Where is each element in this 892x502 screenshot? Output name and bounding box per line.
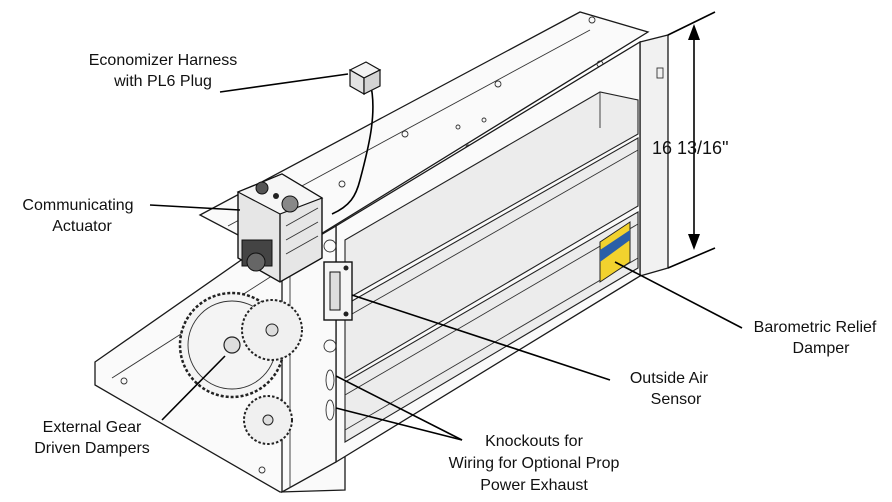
label-outside-air-sensor: Outside Air Sensor [630,370,709,408]
svg-text:Knockouts for: Knockouts for [485,433,584,450]
damper-blades [344,91,639,443]
label-external-gear: External Gear Driven Dampers [34,419,150,457]
svg-text:Driven Dampers: Driven Dampers [34,440,150,457]
svg-text:Actuator: Actuator [52,218,112,235]
svg-text:Economizer Harness: Economizer Harness [89,52,238,69]
svg-text:Power Exhaust: Power Exhaust [480,477,588,494]
external-gears [178,291,303,445]
leader-lines [149,73,743,441]
label-barometric-relief: Barometric Relief Damper [754,319,877,357]
economizer-harness-cable [331,61,382,215]
barometric-relief-decal [599,221,631,283]
communicating-actuator-device [236,173,324,283]
label-communicating-actuator: Communicating Actuator [22,197,133,235]
height-dimension: 16 13/16" [652,11,728,269]
svg-text:Sensor: Sensor [651,391,702,408]
label-economizer-harness: Economizer Harness with PL6 Plug [89,52,238,90]
svg-text:Outside Air: Outside Air [630,370,709,387]
label-knockouts: Knockouts for Wiring for Optional Prop P… [449,433,620,494]
svg-text:Communicating: Communicating [22,197,133,214]
svg-text:Barometric Relief: Barometric Relief [754,319,877,336]
svg-text:External Gear: External Gear [43,419,142,436]
svg-text:Wiring for Optional Prop: Wiring for Optional Prop [449,455,620,472]
svg-text:Damper: Damper [793,340,851,357]
svg-text:with PL6 Plug: with PL6 Plug [113,73,212,90]
outside-air-sensor-device [323,261,353,321]
height-dimension-text: 16 13/16" [652,138,728,158]
